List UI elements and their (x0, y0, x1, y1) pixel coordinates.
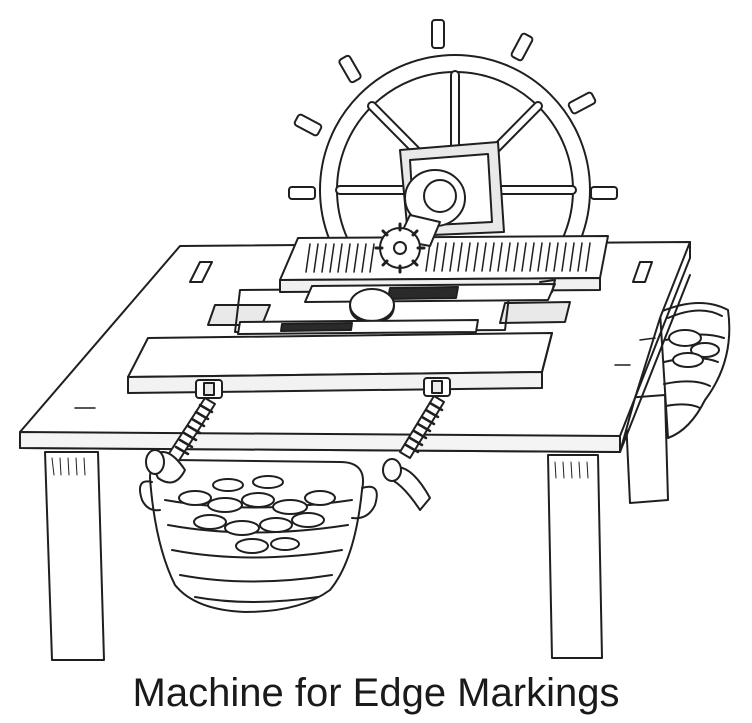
front-plank (128, 333, 552, 393)
lower-rack (238, 320, 478, 334)
coins (179, 476, 335, 553)
wheel-handles (289, 20, 617, 199)
pinion-gear (376, 224, 424, 272)
figure-caption: Machine for Edge Markings (132, 671, 620, 715)
rack-slots (306, 243, 590, 272)
right-coin-basket (660, 303, 729, 438)
upper-rack-bar (280, 236, 608, 292)
right-clamp-screw (383, 378, 450, 510)
wheel-hub (398, 170, 465, 246)
left-clamp-screw (146, 380, 222, 483)
coin-roller (350, 289, 394, 322)
edge-marking-machine-illustration (0, 0, 752, 672)
left-coin-basket (140, 459, 377, 612)
